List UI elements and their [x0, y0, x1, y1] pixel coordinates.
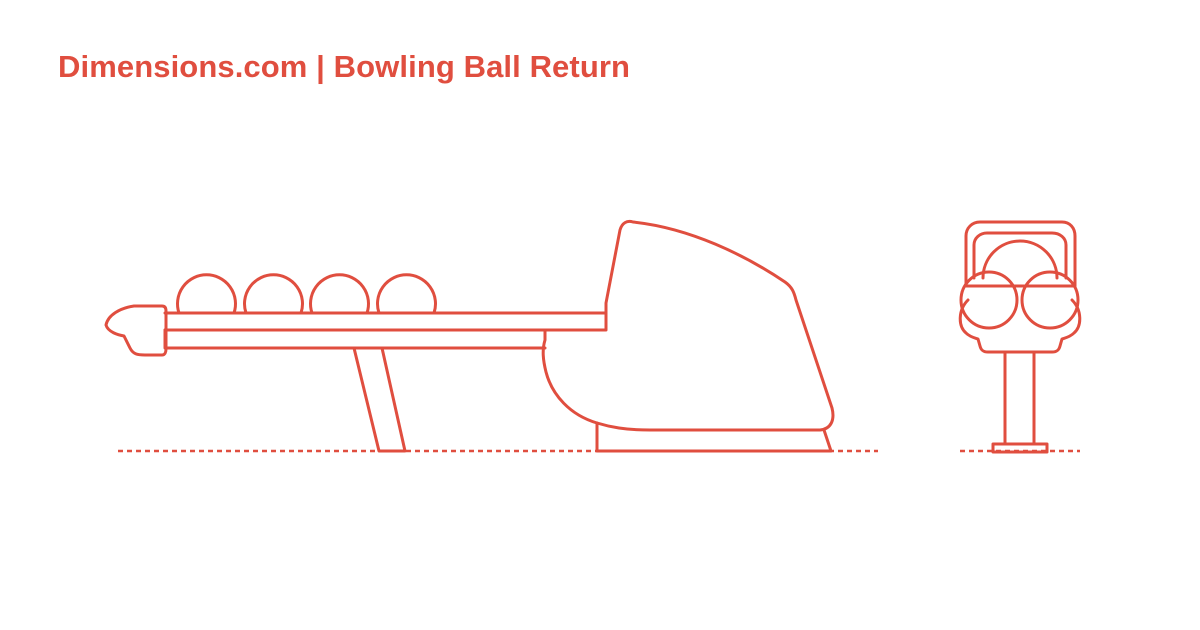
front-ball-back: [981, 239, 1059, 280]
rack-ball: [309, 273, 370, 315]
rack-ball: [176, 273, 237, 315]
hood-housing: [541, 219, 835, 432]
front-hood-opening: [972, 231, 1068, 280]
rack-support-leg: [352, 346, 407, 453]
page-title: Dimensions.com | Bowling Ball Return: [58, 49, 631, 84]
front-pedestal-foot: [991, 442, 1049, 454]
rack-bottom-rail: [163, 328, 547, 350]
front-pedestal: [1003, 350, 1036, 446]
hood-base: [595, 421, 833, 453]
rack-top-rail: [163, 311, 608, 332]
front-tray: [958, 298, 1082, 354]
rack-ball: [243, 273, 304, 315]
front-ball-right: [1020, 270, 1080, 330]
rack-balls: [176, 273, 437, 315]
rack-ball: [376, 273, 437, 315]
side-elevation-view: [104, 219, 835, 453]
front-ball-left: [959, 270, 1019, 330]
ball-rack: [163, 311, 608, 350]
front-elevation-view: [958, 220, 1082, 454]
ball-stop-cap: [104, 304, 168, 357]
